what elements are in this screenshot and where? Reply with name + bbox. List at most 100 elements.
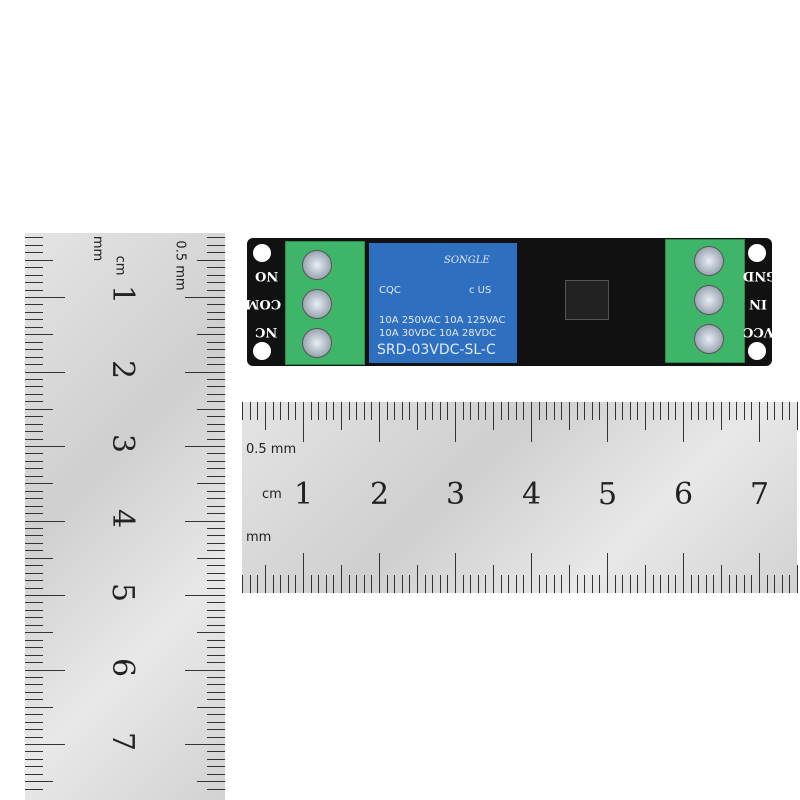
- ruler-tick: [667, 575, 669, 593]
- ruler-tick: [207, 364, 225, 366]
- ruler-tick: [25, 378, 43, 380]
- ruler-tick: [781, 402, 783, 420]
- ruler-tick: [462, 402, 464, 420]
- ruler-tick: [432, 575, 434, 593]
- ruler-tick: [207, 252, 225, 254]
- ruler-tick: [25, 326, 43, 328]
- ruler-tick: [576, 402, 578, 420]
- pin-label-gnd: GND: [743, 268, 778, 283]
- ruler-tick: [736, 575, 738, 593]
- ruler-tick: [25, 781, 53, 783]
- ruler-tick: [553, 402, 555, 420]
- ruler-tick: [207, 356, 225, 358]
- ruler-tick: [25, 297, 65, 298]
- ruler-tick: [207, 244, 225, 246]
- ruler-tick: [645, 565, 646, 593]
- ruler-tick: [25, 535, 43, 537]
- ruler-tick: [242, 402, 244, 420]
- ruler-tick: [348, 575, 350, 593]
- ruler-tick: [470, 402, 472, 420]
- ruler-tick: [25, 632, 53, 634]
- ruler-tick: [197, 259, 225, 261]
- ruler-tick: [652, 575, 654, 593]
- ruler-tick: [25, 490, 43, 492]
- ruler-tick: [185, 446, 225, 447]
- ruler-tick: [207, 714, 225, 716]
- ruler-tick: [523, 575, 525, 593]
- ruler-tick: [515, 575, 517, 593]
- ruler-tick: [25, 416, 43, 418]
- ruler-tick: [637, 575, 639, 593]
- ruler-tick: [207, 289, 225, 291]
- pin-label-com: COM: [245, 296, 282, 311]
- ruler-tick: [25, 304, 43, 306]
- cqc-mark: CQC: [379, 285, 401, 296]
- ruler-tick: [25, 483, 53, 485]
- ruler-tick: [25, 267, 43, 269]
- screw-icon: [302, 289, 332, 319]
- mounting-hole: [748, 244, 766, 262]
- pin-label-vcc: VCC: [743, 324, 774, 339]
- ruler-number: 5: [598, 477, 618, 512]
- ruler-tick: [207, 535, 225, 537]
- ruler-tick: [751, 575, 753, 593]
- ruler-tick: [257, 402, 259, 420]
- ruler-tick: [207, 460, 225, 462]
- ruler-tick: [197, 781, 225, 783]
- ruler-tick: [455, 402, 456, 442]
- ruler-tick: [25, 617, 43, 619]
- ruler-tick: [728, 402, 730, 420]
- ruler-tick: [207, 423, 225, 425]
- ruler-tick: [197, 557, 225, 559]
- ruler-tick: [439, 575, 441, 593]
- ruler-tick: [207, 788, 225, 790]
- ruler-tick: [683, 553, 684, 593]
- ruler-tick: [197, 334, 225, 336]
- ruler-tick: [455, 553, 456, 593]
- ruler-tick: [207, 684, 225, 686]
- ruler-tick: [207, 386, 225, 388]
- ruler-tick: [660, 402, 662, 420]
- ruler-tick: [774, 402, 776, 420]
- ruler-tick: [797, 565, 798, 593]
- screw-icon: [694, 246, 724, 276]
- ruler-tick: [25, 282, 43, 284]
- ruler-tick: [25, 446, 65, 447]
- ruler-tick: [424, 402, 426, 420]
- ruler-tick: [25, 274, 43, 276]
- ruler-tick: [759, 402, 760, 442]
- ruler-tick: [207, 587, 225, 589]
- ruler-tick: [363, 402, 365, 420]
- ruler-tick: [508, 402, 510, 420]
- ruler-tick: [493, 565, 494, 593]
- ruler-tick: [599, 402, 601, 420]
- ruler-tick: [789, 575, 791, 593]
- ruler-tick: [207, 237, 225, 239]
- ruler-tick: [25, 691, 43, 693]
- ruler-tick: [207, 378, 225, 380]
- ruler-tick: [675, 575, 677, 593]
- ruler-tick: [25, 580, 43, 582]
- ruler-tick: [197, 706, 225, 708]
- ruler-tick: [207, 550, 225, 552]
- ruler-tick: [462, 575, 464, 593]
- ruler-tick: [25, 498, 43, 500]
- ruler-tick: [318, 575, 320, 593]
- ruler-tick: [538, 575, 540, 593]
- ruler-tick: [713, 575, 715, 593]
- ruler-tick: [25, 766, 43, 768]
- ruler-tick: [272, 402, 274, 420]
- ruler-tick: [690, 402, 692, 420]
- ruler-tick: [25, 751, 43, 753]
- ruler-tick: [607, 402, 608, 442]
- ruler-tick: [363, 575, 365, 593]
- ruler-tick: [515, 402, 517, 420]
- ruler-half-mm-label: 0.5 mm: [172, 240, 188, 291]
- ruler-tick: [25, 669, 65, 671]
- ruler-tick: [766, 402, 768, 420]
- ruler-number: 4: [522, 477, 542, 512]
- ruler-cm-label: cm: [112, 255, 128, 276]
- ruler-tick: [25, 364, 43, 366]
- ruler-half-mm-label: 0.5 mm: [246, 442, 297, 457]
- ruler-tick: [379, 553, 380, 593]
